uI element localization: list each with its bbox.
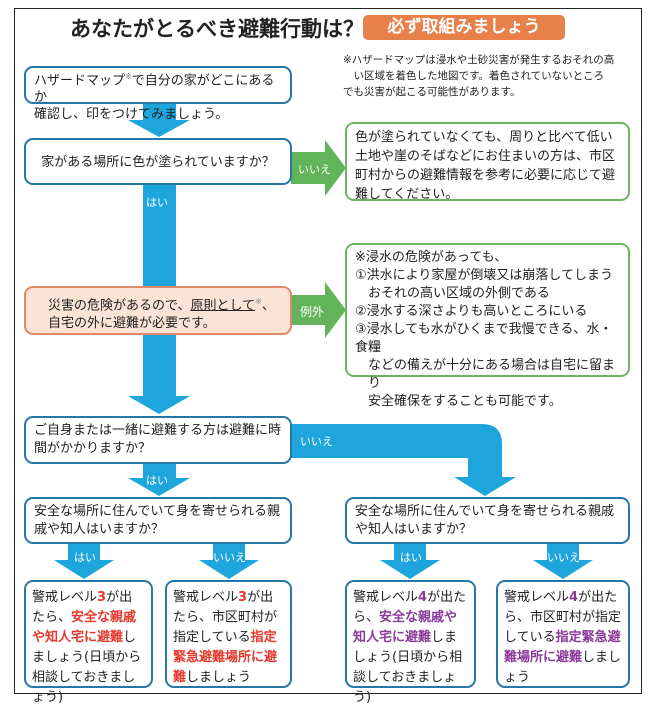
text: 警戒レベル	[504, 590, 570, 605]
label-yes: はい	[400, 551, 422, 564]
text: 自宅の外に避難が必要です。	[48, 316, 216, 332]
question-home-colored: 家がある場所に色が塗られていますか？	[24, 138, 292, 185]
text: 警戒レベル	[32, 590, 98, 605]
text: 確認し、印をつけてみましょう。	[34, 107, 229, 123]
result-level3-relatives: 警戒レベル3が出たら、安全な親戚や知人宅に避難しましょう(日頃から相談しておきま…	[24, 580, 153, 705]
arrow-q3r-no	[533, 544, 593, 579]
exception-box: ※浸水の危険があっても、 ①洪水により家屋が倒壊又は崩落してしまう おそれの高い…	[345, 243, 630, 409]
arrow-q3l-yes	[54, 544, 114, 579]
alert-level: 4	[418, 590, 428, 605]
alert-level: 4	[569, 590, 579, 605]
text: 警戒レベル	[173, 590, 239, 605]
label-yes: はい	[146, 196, 168, 209]
text: 警戒レベル	[353, 590, 419, 605]
highlight-text: 安全な親戚や知人宅に避難	[353, 610, 458, 645]
question-text: 安全な場所に住んでいて身を寄せられる親戚や知人はいますか？	[34, 504, 280, 537]
question-text: 家がある場所に色が塗られていますか？	[41, 155, 275, 170]
footnote-mark: ※	[125, 72, 132, 81]
text: が出たら、市区町村が指定している	[504, 590, 622, 645]
text: で自分の家がどこにあるか	[34, 73, 275, 106]
text: が出たら、	[353, 590, 467, 625]
footnote-mark: ※	[255, 297, 262, 306]
label-yes: はい	[74, 551, 96, 564]
label-no: いいえ	[298, 163, 331, 176]
result-level4-shelter: 警戒レベル4が出たら、市区町村が指定している指定緊急避難場所に避難しましょう	[496, 580, 630, 688]
question-relatives-right: 安全な場所に住んでいて身を寄せられる親戚や知人はいますか？	[345, 497, 630, 544]
text: おそれの高い区域の外側である	[368, 286, 550, 301]
diagram-frame	[14, 8, 642, 694]
alert-level: 3	[97, 590, 107, 605]
highlight-text: 指定緊急避難場所に避難	[173, 630, 278, 685]
text: ※浸水の危険があっても、	[355, 250, 508, 265]
label-exception: 例外	[300, 305, 325, 319]
label-no: いいえ	[213, 551, 246, 564]
text: 、	[261, 298, 275, 314]
text: しましょう(日頃から相談しておきましょう)	[353, 630, 463, 705]
arrow-q1-no	[291, 140, 346, 196]
not-colored-advice: 色が塗られていなくても、周りと比べて低い土地や崖のそばなどにお住まいの方は、市区…	[345, 122, 630, 202]
arrow-q3l-no	[199, 544, 259, 579]
question-relatives-left: 安全な場所に住んでいて身を寄せられる親戚や知人はいますか？	[24, 497, 292, 544]
text: が出たら、	[32, 590, 133, 625]
note-line: い区域を着色した地図です。着色されていないところ	[353, 70, 605, 82]
highlight-text: 安全な親戚や知人宅に避難	[32, 610, 137, 645]
arrow-q2-yes	[128, 463, 190, 496]
arrow-step1-to-q1	[128, 104, 190, 137]
exception-item: ③浸水しても水がひくまで我慢できる、水・食糧	[355, 322, 613, 355]
advice-text: 色が塗られていなくても、周りと比べて低い土地や崖のそばなどにお住まいの方は、市区…	[355, 130, 616, 202]
principle-text: 原則として	[190, 298, 256, 314]
arrow-q3r-yes	[380, 544, 440, 579]
label-no: いいえ	[300, 435, 333, 448]
evacuation-required-box: 災害の危険があるので、原則として※、 自宅の外に避難が必要です。	[24, 286, 292, 335]
result-level4-relatives: 警戒レベル4が出たら、安全な親戚や知人宅に避難しましょう(日頃から相談しておきま…	[345, 580, 476, 705]
note-line: でも災害が起こる可能性があります。	[343, 86, 521, 98]
text: が出たら、市区町村が指定している	[173, 590, 278, 645]
arrow-q2-no	[291, 424, 516, 496]
exception-item: ①洪水により家屋が倒壊又は崩落してしまう	[355, 268, 614, 283]
text: しましょう	[504, 650, 622, 685]
text: などの備えが十分にある場合は自宅に留まり	[368, 358, 616, 391]
question-text: ご自身または一緒に避難する方は避難に時間がかかりますか？	[34, 423, 282, 456]
question-needs-time: ご自身または一緒に避難する方は避難に時間がかかりますか？	[24, 416, 292, 464]
question-text: 安全な場所に住んでいて身を寄せられる親戚や知人はいますか？	[355, 504, 614, 537]
note-line: ※ハザードマップは浸水や土砂災害が発生するおそれの高	[343, 54, 615, 66]
text: 安全確保をすることも可能です。	[368, 394, 562, 409]
text: しましょう(日頃から相談しておきましょう)	[32, 630, 142, 705]
text: 災害の危険があるので、	[48, 298, 191, 314]
label-no: いいえ	[547, 551, 580, 564]
text: しましょう	[186, 670, 252, 685]
text: ハザードマップ	[34, 73, 126, 89]
alert-level: 3	[238, 590, 248, 605]
must-do-badge: 必ず取組みましょう	[363, 15, 565, 40]
arrow-exception	[291, 282, 346, 338]
label-yes: はい	[146, 474, 168, 487]
highlight-text: 指定緊急避難場所に避難	[504, 630, 621, 665]
step-check-hazard-map: ハザードマップ※で自分の家がどこにあるか 確認し、印をつけてみましょう。	[24, 66, 292, 122]
exception-item: ②浸水する深さよりも高いところにいる	[355, 304, 588, 319]
page-title: あなたがとるべき避難行動は？	[70, 17, 364, 41]
result-level3-shelter: 警戒レベル3が出たら、市区町村が指定している指定緊急避難場所に避難しましょう	[165, 580, 292, 688]
hazard-map-note: ※ハザードマップは浸水や土砂災害が発生するおそれの高 い区域を着色した地図です。…	[343, 52, 635, 100]
